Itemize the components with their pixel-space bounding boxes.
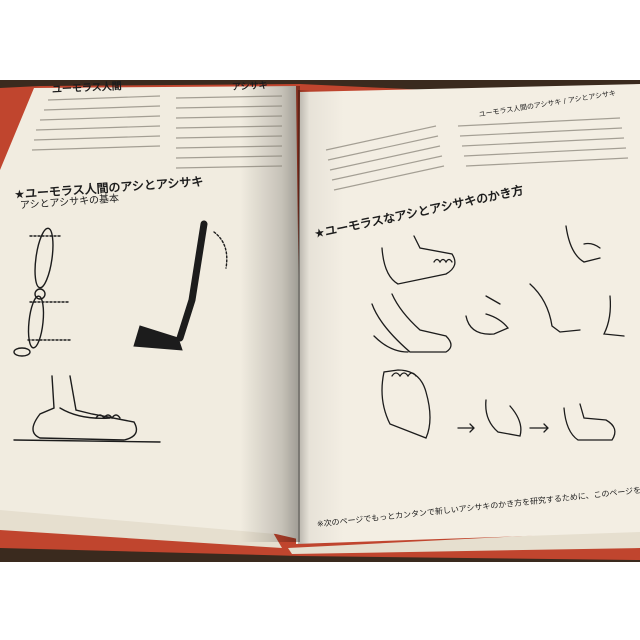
leg-right-3 — [602, 295, 625, 337]
right-page — [296, 84, 640, 544]
foot-oval — [13, 347, 31, 357]
front-foot-3 — [563, 403, 616, 441]
sneaker-drawing — [32, 375, 138, 441]
thigh-oval — [34, 227, 54, 289]
leg-with-toes-1 — [381, 235, 456, 285]
small-foot-step — [485, 295, 501, 305]
knee-circle — [34, 288, 46, 300]
black-leg — [176, 220, 208, 342]
bent-legs — [371, 293, 452, 353]
arrow-2 — [529, 423, 549, 433]
front-foot-2 — [485, 399, 522, 437]
left-page — [0, 86, 302, 540]
leg-right-2 — [529, 283, 581, 333]
right-page-drawings — [371, 225, 625, 441]
shin-oval — [27, 295, 45, 349]
left-page-drawings — [13, 220, 228, 443]
arrow-1 — [457, 423, 475, 433]
curled-foot — [465, 313, 510, 335]
right-page-text-block — [325, 117, 629, 191]
leg-right-1 — [565, 225, 601, 263]
page-edges-right — [288, 530, 640, 554]
left-page-header-2: アシサキ — [231, 81, 268, 93]
black-foot — [133, 325, 183, 351]
left-page-text-block — [31, 95, 283, 169]
gutter-shadow-right — [298, 90, 344, 544]
gutter-shadow-left — [240, 86, 300, 542]
